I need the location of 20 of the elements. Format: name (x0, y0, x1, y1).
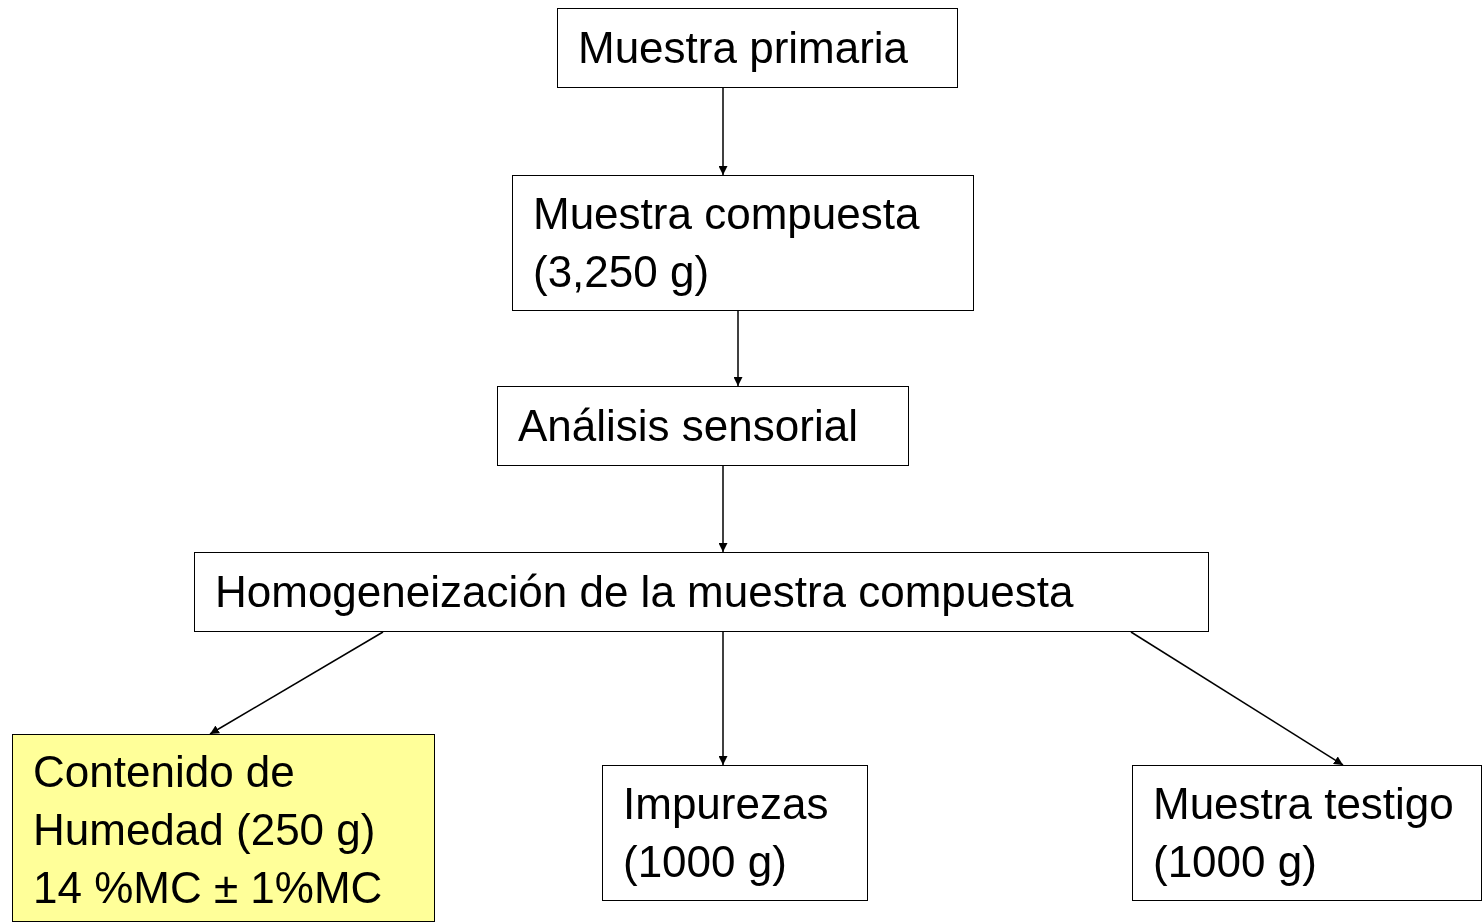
arrow (718, 87, 728, 176)
box-label: Muestra testigo (1000 g) (1153, 778, 1455, 888)
arrow (733, 310, 743, 387)
box-label: Homogeneización de la muestra compuesta (215, 566, 1074, 618)
process-box (512, 175, 974, 311)
arrow (718, 465, 728, 553)
box-label: Contenido de Humedad (250 g) 14 %MC ± 1%MC (33, 746, 384, 914)
box-label: Muestra compuesta (3,250 g) (533, 188, 921, 298)
box-label: Muestra primaria (578, 22, 909, 74)
box-label: Impurezas (1000 g) (623, 778, 830, 888)
process-box (1132, 765, 1482, 901)
process-box (194, 552, 1209, 632)
process-box (497, 386, 909, 466)
box-label: Análisis sensorial (518, 400, 858, 452)
arrow (1130, 631, 1344, 766)
process-box (557, 8, 958, 88)
process-box (12, 734, 435, 922)
process-box (602, 765, 868, 901)
arrow (209, 631, 384, 735)
arrow (718, 631, 728, 766)
